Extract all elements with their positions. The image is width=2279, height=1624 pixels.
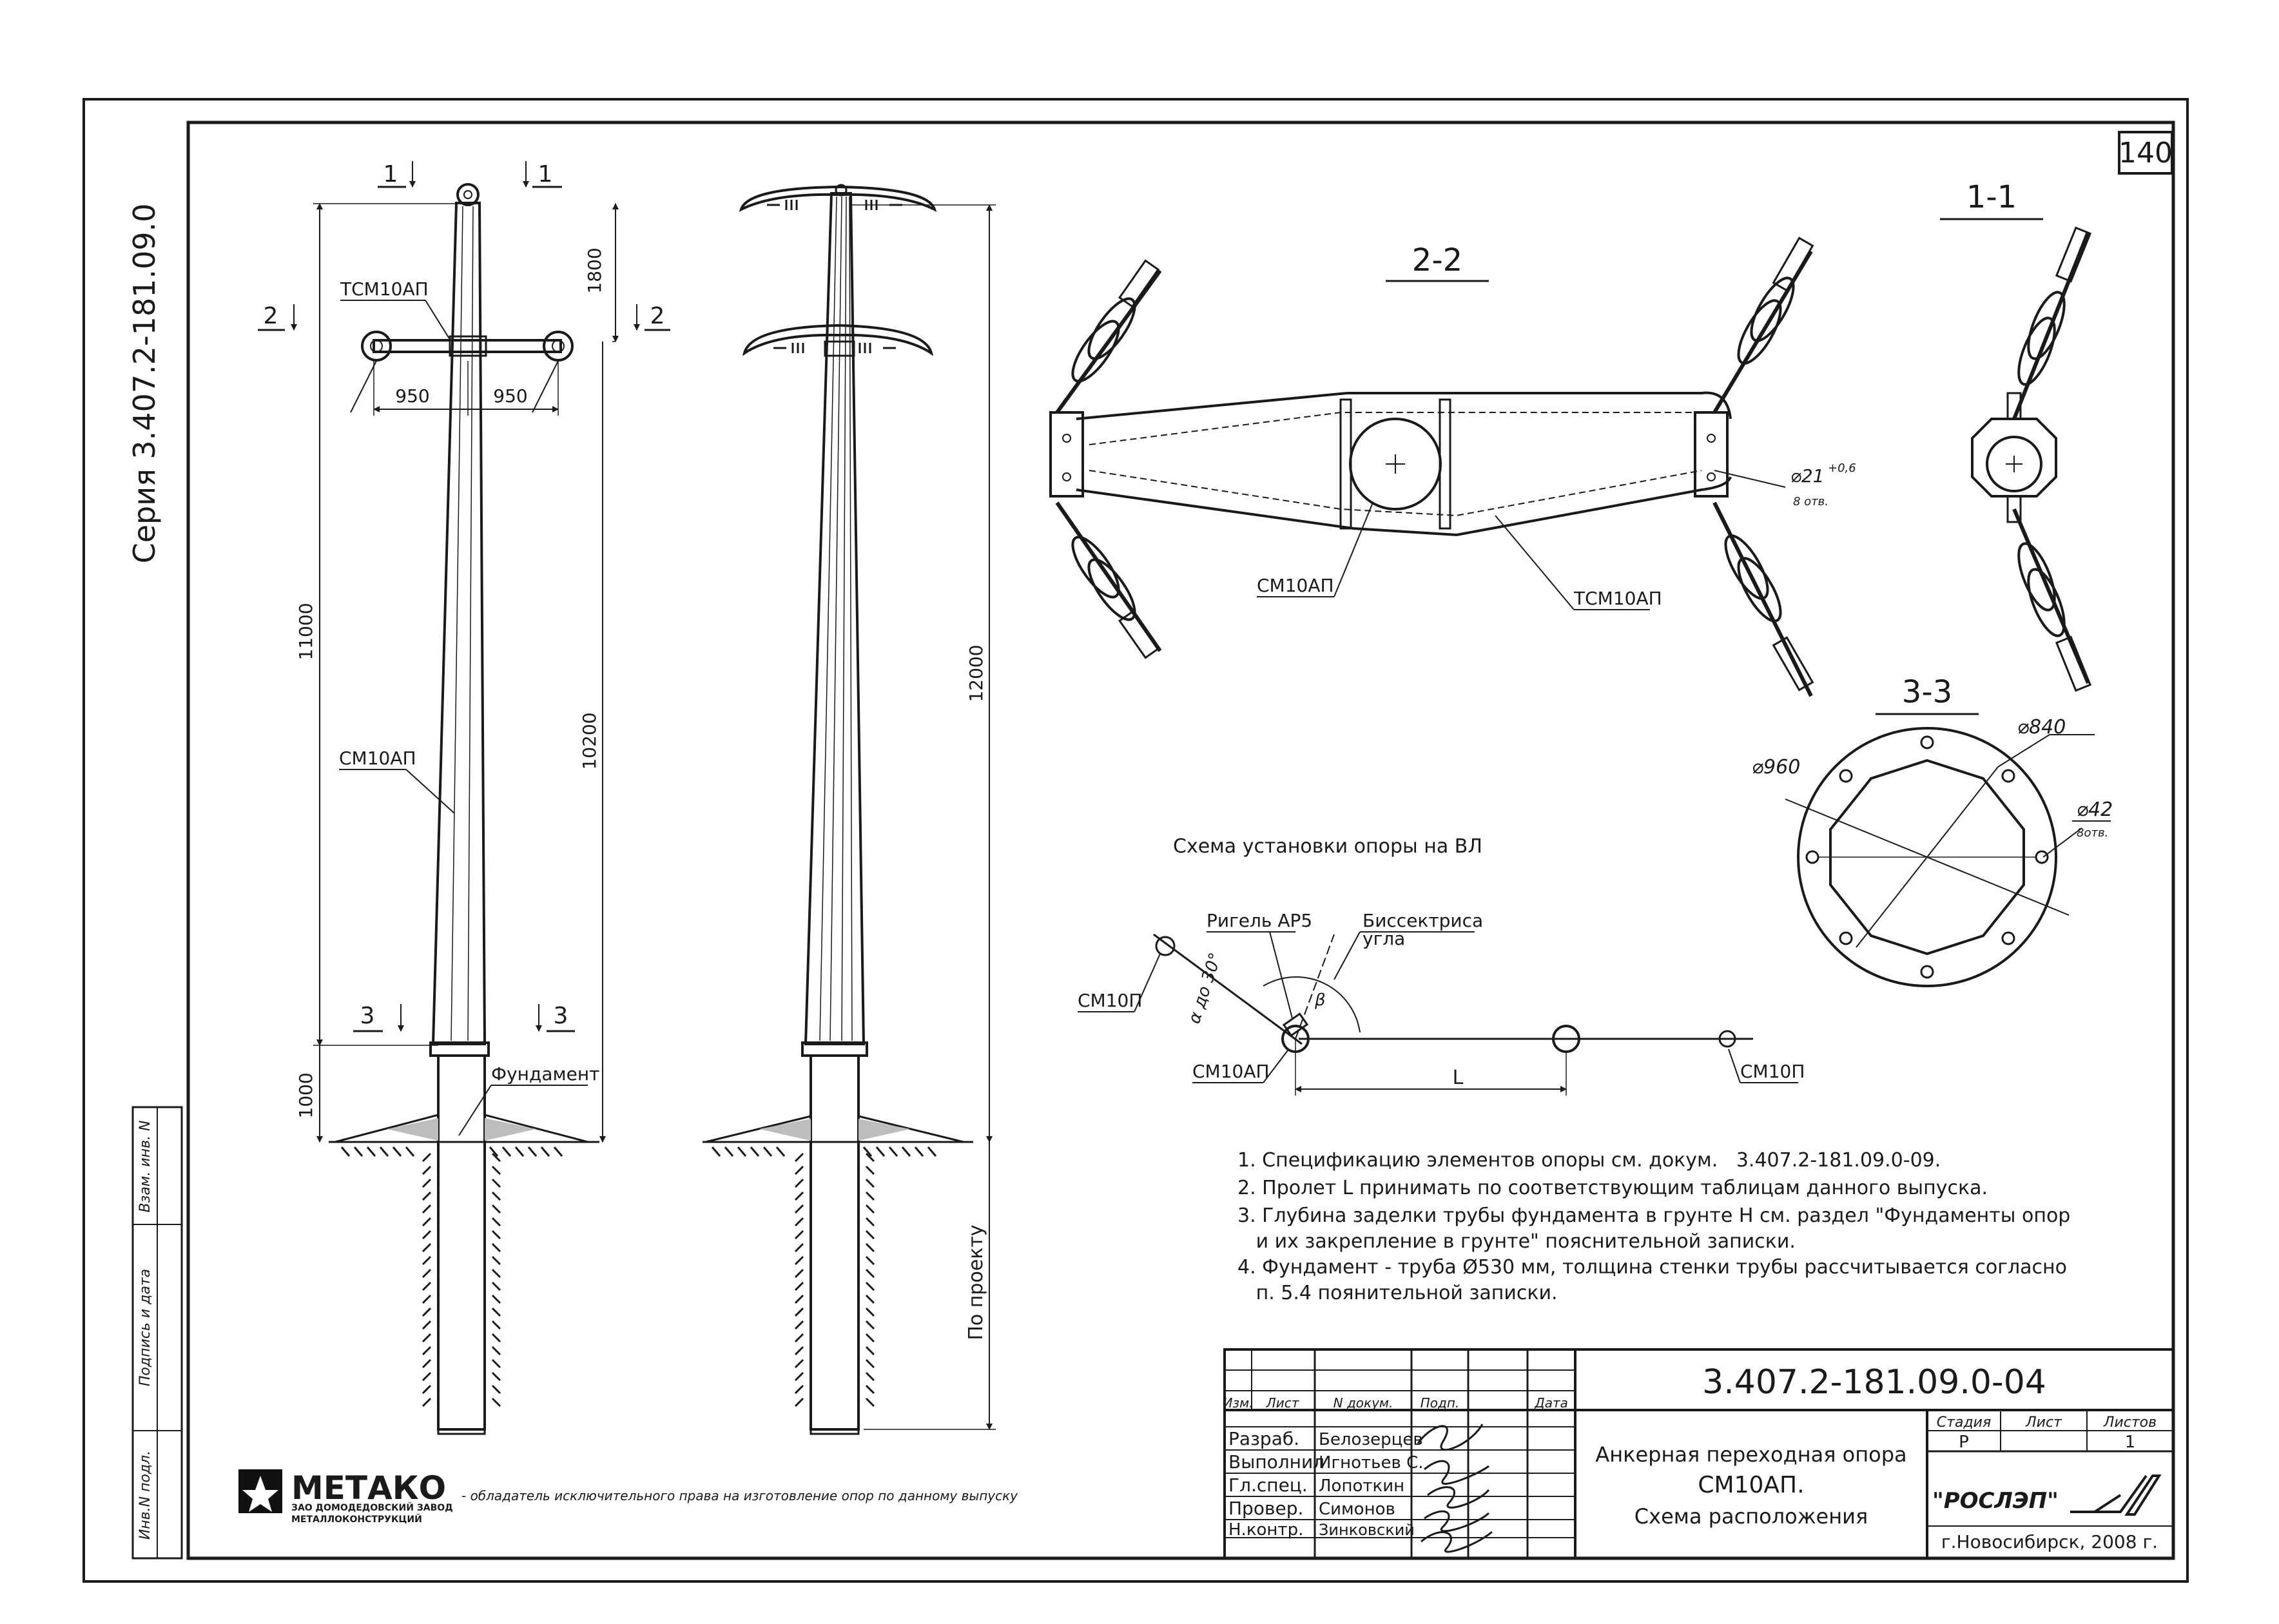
stamp-podpis: Подпись и дата [137, 1269, 153, 1386]
section-2-2: 2-2 СМ10АП [1049, 237, 1856, 697]
dim-950-right: 950 [493, 385, 527, 407]
crossarm-label-front: ТСМ10АП [340, 278, 429, 300]
sheets-value: 1 [2125, 1433, 2136, 1452]
section-22-title: 2-2 [1412, 242, 1462, 278]
name-1: Белозерцев [1319, 1430, 1423, 1449]
sheet-number: 140 [2119, 137, 2173, 169]
dim-10200: 10200 [579, 712, 600, 769]
front-view: 1800 11000 10200 1000 950 950 ТСМ10АП СМ… [258, 161, 670, 1435]
scheme-span-label: L [1453, 1067, 1464, 1089]
dim-11000: 11000 [295, 603, 316, 660]
cut-2-right: 2 [650, 303, 665, 329]
head-podp: Подп. [1421, 1395, 1460, 1411]
head-izm: Изм. [1223, 1395, 1253, 1411]
cut-1-left: 1 [383, 161, 398, 188]
org-name: "РОСЛЭП" [1932, 1488, 2059, 1514]
org-city: г.Новосибирск, 2008 г. [1941, 1531, 2158, 1552]
note-2: 2. Пролет L принимать по соответствующим… [1237, 1177, 1988, 1199]
section-11-title: 1-1 [1966, 179, 2017, 215]
scheme-bisector-1: Биссектриса [1363, 910, 1483, 931]
head-data: Дата [1534, 1395, 1568, 1411]
head-list: Лист [1266, 1395, 1300, 1411]
section-33-title: 3-3 [1902, 674, 1952, 710]
metako-name: МЕТАКО [291, 1469, 446, 1507]
layout-scheme: Схема установки опоры на ВЛ L Ригель АР5… [1078, 835, 1805, 1096]
stage-value: Р [1959, 1433, 1969, 1452]
sheets-head: Листов [2103, 1415, 2157, 1431]
scheme-center-pole: СМ10АП [1192, 1061, 1270, 1082]
name-4: Симонов [1319, 1500, 1395, 1519]
section-33-dia-bolt: ⌀840 [2017, 716, 2066, 739]
scheme-right-pole: СМ10П [1740, 1061, 1805, 1082]
note-3b: и их закрепление в грунте" пояснительной… [1237, 1230, 1796, 1253]
pole-label-front: СМ10АП [339, 748, 416, 769]
notes: 1. Спецификацию элементов опоры см. доку… [1237, 1149, 2070, 1304]
role-2: Выполнил [1228, 1451, 1324, 1473]
metako-rights: - обладатель исключительного права на из… [461, 1488, 1018, 1503]
side-stamp: Инв.N подл. Подпись и дата Взам. инв. N [131, 1106, 183, 1560]
dim-1000: 1000 [295, 1072, 316, 1118]
sheet-head: Лист [2025, 1415, 2062, 1431]
cut-1-right: 1 [538, 161, 553, 188]
scheme-title: Схема установки опоры на ВЛ [1173, 835, 1482, 858]
role-4: Провер. [1228, 1498, 1303, 1519]
scheme-beta: β [1314, 991, 1326, 1010]
section-33-dia-hole: ⌀42 [2077, 798, 2113, 821]
note-1: 1. Спецификацию элементов опоры см. доку… [1237, 1149, 1941, 1172]
title-block: Изм. Лист N докум. Подп. Дата Разраб. Бе… [1223, 1348, 2175, 1560]
section-3-3: 3-3 ⌀960 ⌀840 ⌀42 8отв. [1752, 674, 2113, 987]
section-22-pole-label: СМ10АП [1257, 575, 1334, 596]
section-22-hole-count: 8 отв. [1793, 495, 1828, 508]
outer-frame: 140 [82, 98, 2189, 1583]
section-22-crossarm-label: ТСМ10АП [1573, 588, 1662, 609]
dim-1800: 1800 [584, 247, 605, 293]
section-33-hole-count: 8отв. [2077, 826, 2108, 840]
role-3: Гл.спец. [1228, 1474, 1308, 1496]
stage-head: Стадия [1937, 1415, 1991, 1431]
cut-2-left: 2 [264, 303, 278, 329]
note-3: 3. Глубина заделки трубы фундамента в гр… [1237, 1204, 2070, 1227]
cut-3-right: 3 [554, 1003, 568, 1029]
section-1-1: 1-1 [1940, 179, 2092, 692]
name-2: Игнотьев С. [1319, 1453, 1424, 1473]
cut-3-left: 3 [360, 1003, 375, 1029]
head-ndoc: N докум. [1333, 1395, 1393, 1411]
series-label: Серия 3.407.2-181.09.0 [127, 204, 162, 564]
title-line-3: Схема расположения [1634, 1504, 1868, 1529]
stamp-vzam: Взам. инв. N [137, 1121, 153, 1213]
doc-code: 3.407.2-181.09.0-04 [1702, 1363, 2046, 1402]
dim-12000: 12000 [965, 644, 987, 702]
title-line-1: Анкерная переходная опора [1595, 1442, 1906, 1467]
role-5: Н.контр. [1228, 1520, 1303, 1540]
title-line-2: СМ10АП. [1698, 1472, 1804, 1498]
section-22-hole-dia: ⌀21 [1790, 465, 1825, 487]
foundation-label: Фундамент [491, 1063, 599, 1085]
dim-950-left: 950 [395, 385, 429, 407]
metako-sub1: ЗАО ДОМОДЕДОВСКИЙ ЗАВОД [291, 1502, 453, 1513]
note-4: 4. Фундамент - труба Ø530 мм, толщина ст… [1237, 1256, 2067, 1279]
scheme-bisector-2: угла [1363, 928, 1405, 949]
metako-block: МЕТАКО ЗАО ДОМОДЕДОВСКИЙ ЗАВОД МЕТАЛЛОКО… [238, 1469, 1018, 1525]
name-3: Лопоткин [1319, 1476, 1404, 1496]
side-view: 12000 По проекту [703, 184, 996, 1435]
scheme-left-pole: СМ10П [1078, 990, 1142, 1011]
stamp-inv-podl: Инв.N подл. [137, 1451, 153, 1540]
dim-by-project: По проекту [965, 1224, 987, 1340]
note-4b: п. 5.4 поянительной записки. [1237, 1282, 1558, 1304]
org-logo [2070, 1474, 2162, 1516]
section-33-dia-outer: ⌀960 [1752, 756, 1800, 778]
scheme-rigel: Ригель АР5 [1207, 910, 1312, 931]
signature-scribbles [1417, 1424, 1493, 1553]
role-1: Разраб. [1228, 1428, 1299, 1449]
metako-sub2: МЕТАЛЛОКОНСТРУКЦИЙ [291, 1514, 422, 1525]
section-22-hole-tol: +0,6 [1828, 461, 1856, 475]
name-5: Зинковский [1319, 1521, 1415, 1539]
